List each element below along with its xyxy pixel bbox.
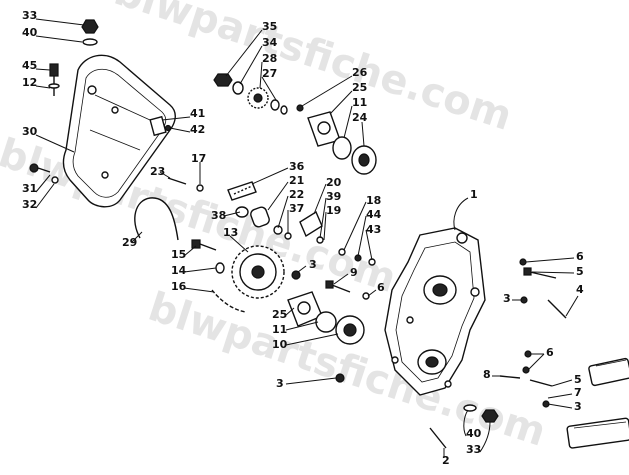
callout-c2: 2 bbox=[442, 454, 450, 467]
callout-c24: 24 bbox=[352, 111, 368, 124]
callout-c10: 10 bbox=[272, 338, 288, 351]
callout-c42: 42 bbox=[190, 123, 205, 136]
callout-c11a: 11 bbox=[352, 96, 367, 109]
callout-c25a: 25 bbox=[352, 81, 367, 94]
callout-c18: 18 bbox=[366, 194, 381, 207]
callout-c37: 37 bbox=[289, 202, 304, 215]
callout-c9: 9 bbox=[350, 266, 358, 279]
drive-chain bbox=[211, 289, 247, 313]
callout-c11b: 11 bbox=[272, 323, 287, 336]
brake-cable bbox=[134, 197, 179, 241]
callout-c34: 34 bbox=[262, 36, 278, 49]
callout-c14: 14 bbox=[171, 264, 187, 277]
callout-c17: 17 bbox=[191, 152, 206, 165]
callout-c12: 12 bbox=[22, 76, 37, 89]
pins bbox=[167, 177, 204, 192]
callout-c7: 7 bbox=[574, 386, 582, 399]
chain-tensioner bbox=[227, 181, 292, 240]
right-upper-bolts bbox=[519, 258, 567, 319]
callout-c39: 39 bbox=[326, 190, 341, 203]
callout-c26: 26 bbox=[352, 66, 368, 79]
callout-c27: 27 bbox=[262, 67, 277, 80]
callout-c33b: 33 bbox=[466, 443, 481, 456]
callout-c32: 32 bbox=[22, 198, 37, 211]
nut-mid bbox=[291, 270, 301, 280]
callout-c6c: 6 bbox=[546, 346, 554, 359]
callout-c3a: 3 bbox=[309, 258, 317, 271]
callout-c22: 22 bbox=[289, 188, 304, 201]
callout-c40a: 40 bbox=[22, 26, 38, 39]
callout-c25b: 25 bbox=[272, 308, 287, 321]
callout-c41: 41 bbox=[190, 107, 205, 120]
callout-c45: 45 bbox=[22, 59, 37, 72]
lower-sprocket bbox=[231, 245, 285, 299]
callout-c38: 38 bbox=[211, 209, 226, 222]
washer-6-mid bbox=[362, 292, 370, 300]
callout-c6b: 6 bbox=[377, 281, 385, 294]
callout-c30: 30 bbox=[22, 125, 38, 138]
callout-c3c: 3 bbox=[276, 377, 284, 390]
callout-c35: 35 bbox=[262, 20, 277, 33]
callout-c31: 31 bbox=[22, 182, 37, 195]
drive-shaft-upper bbox=[588, 357, 629, 387]
callout-c3d: 3 bbox=[574, 400, 582, 413]
callout-c43: 43 bbox=[366, 223, 381, 236]
leader-lines bbox=[35, 18, 579, 458]
top-bolt bbox=[81, 19, 99, 46]
callout-c29: 29 bbox=[122, 236, 137, 249]
upper-sprocket-stack bbox=[213, 73, 288, 115]
callout-c5b: 5 bbox=[574, 373, 582, 386]
callout-c36: 36 bbox=[289, 160, 305, 173]
callout-c6a: 6 bbox=[576, 250, 584, 263]
callout-c40b: 40 bbox=[466, 427, 482, 440]
callout-c15: 15 bbox=[171, 248, 186, 261]
callout-c28: 28 bbox=[262, 52, 277, 65]
callout-c5a: 5 bbox=[576, 265, 584, 278]
callout-c20: 20 bbox=[326, 176, 342, 189]
callout-c44: 44 bbox=[366, 208, 382, 221]
callout-c23: 23 bbox=[150, 165, 165, 178]
lower-bearing-set bbox=[287, 291, 365, 345]
bolt-9 bbox=[325, 280, 351, 293]
chaincase-cover bbox=[62, 54, 176, 208]
callout-c8: 8 bbox=[483, 368, 491, 381]
callout-c3b: 3 bbox=[503, 292, 511, 305]
callout-c33a: 33 bbox=[22, 9, 37, 22]
callout-c16: 16 bbox=[171, 280, 187, 293]
bottom-hardware bbox=[335, 373, 499, 449]
callout-c21: 21 bbox=[289, 174, 304, 187]
callout-c19: 19 bbox=[326, 204, 341, 217]
drive-shaft-lower bbox=[566, 417, 629, 449]
upper-bearing-set bbox=[296, 104, 377, 175]
callout-c1: 1 bbox=[470, 188, 478, 201]
callout-c4: 4 bbox=[576, 283, 584, 296]
left-screws bbox=[29, 163, 59, 184]
chaincase-housing bbox=[384, 227, 486, 396]
dipstick bbox=[48, 63, 60, 96]
callout-c13: 13 bbox=[223, 226, 238, 239]
